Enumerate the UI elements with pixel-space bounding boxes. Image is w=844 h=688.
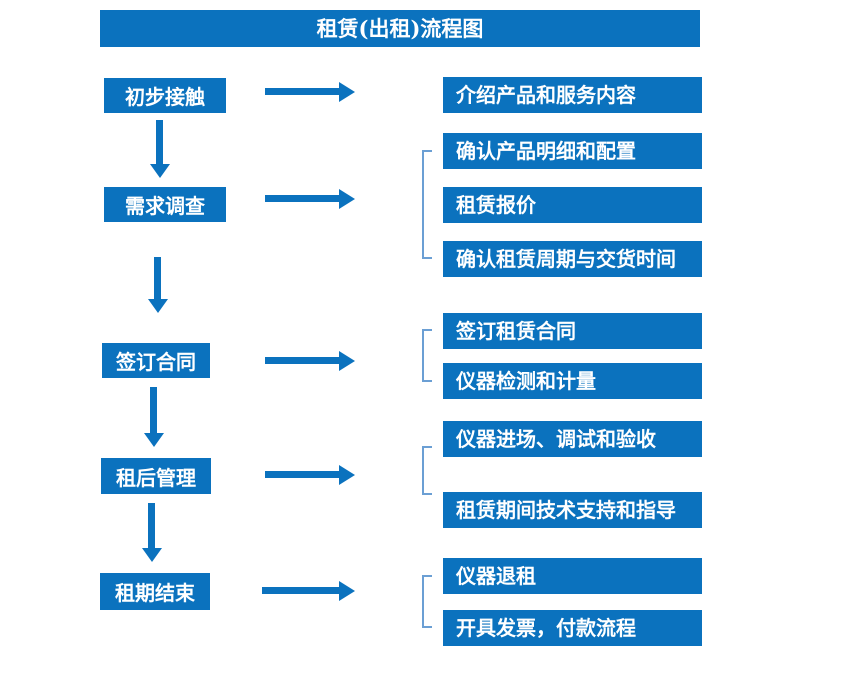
flowchart-title: 租赁(出租)流程图 (100, 10, 700, 47)
step-label: 租后管理 (116, 465, 196, 490)
down-arrow-icon (141, 503, 162, 562)
output-box-sign-rental-contract: 签订租赁合同 (443, 313, 702, 349)
step-box-rental-end: 租期结束 (100, 573, 210, 610)
output-box-invoice-payment-process: 开具发票，付款流程 (443, 610, 702, 646)
right-arrow-icon (265, 81, 355, 102)
right-arrow-icon (265, 350, 355, 371)
step-box-demand-survey: 需求调查 (104, 187, 226, 222)
step-box-post-rental-management: 租后管理 (101, 458, 211, 494)
output-box-technical-support-guidance: 租赁期间技术支持和指导 (443, 492, 702, 528)
output-box-rental-quotation: 租赁报价 (443, 187, 702, 223)
output-box-instrument-inspection-metering: 仪器检测和计量 (443, 363, 702, 399)
output-box-confirm-product-details: 确认产品明细和配置 (443, 133, 702, 169)
step-label: 需求调查 (125, 194, 205, 218)
output-box-confirm-rental-period-delivery: 确认租赁周期与交货时间 (443, 241, 702, 277)
output-box-introduce-products-services: 介绍产品和服务内容 (443, 77, 702, 113)
down-arrow-icon (147, 257, 168, 313)
right-arrow-icon (265, 188, 355, 209)
right-arrow-icon (262, 580, 355, 601)
step-label: 签订合同 (116, 350, 196, 374)
output-box-instrument-return: 仪器退租 (443, 558, 702, 594)
down-arrow-icon (149, 120, 170, 178)
group-bracket (422, 575, 432, 628)
step-label: 租期结束 (115, 581, 195, 605)
group-bracket (422, 446, 432, 495)
right-arrow-icon (265, 464, 355, 485)
output-box-instrument-entry-debug-acceptance: 仪器进场、调试和验收 (443, 421, 702, 457)
step-box-initial-contact: 初步接触 (104, 78, 226, 113)
group-bracket (422, 150, 432, 259)
step-box-sign-contract: 签订合同 (102, 343, 210, 378)
group-bracket (422, 329, 432, 382)
down-arrow-icon (143, 387, 164, 447)
step-label: 初步接触 (125, 85, 205, 109)
